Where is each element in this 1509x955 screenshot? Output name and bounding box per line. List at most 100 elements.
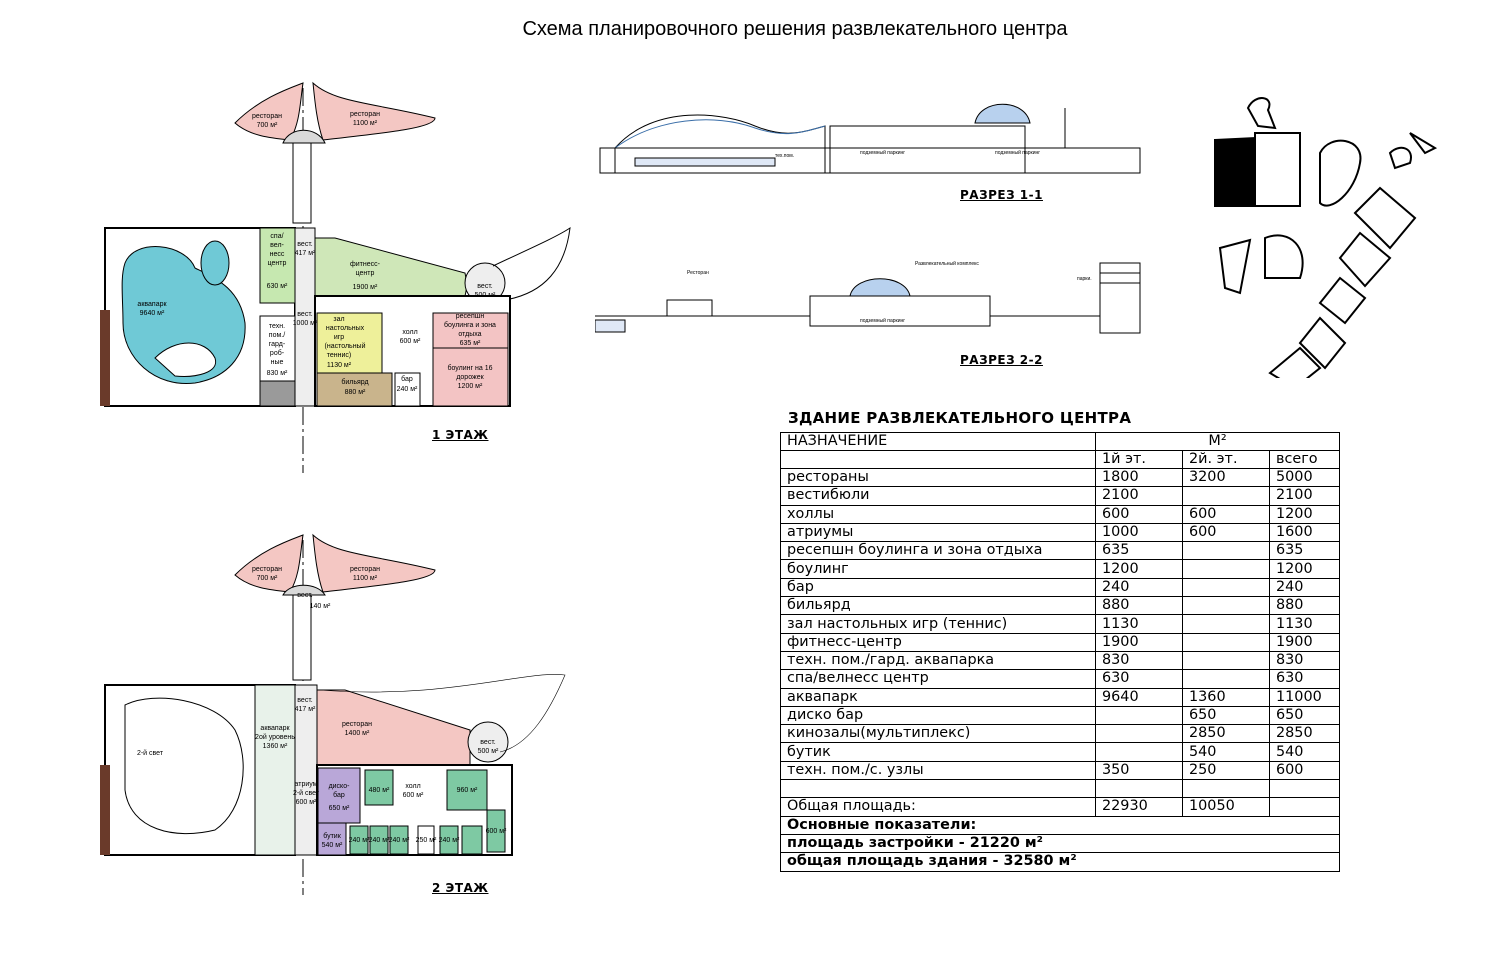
table-title: ЗДАНИЕ РАЗВЛЕКАТЕЛЬНОГО ЦЕНТРА (788, 409, 1132, 427)
table-cell: 1200 (1269, 504, 1340, 524)
table-cell: 240 (1095, 577, 1183, 598)
table-cell: фитнесс-центр (780, 632, 1096, 652)
table-cell: 635 (1269, 541, 1340, 561)
table-cell: 600 (1095, 504, 1183, 524)
s1-label-1: подземный паркинг (860, 149, 905, 156)
section2-caption: РАЗРЕЗ 2-2 (960, 353, 1043, 367)
table-cell (1182, 632, 1270, 652)
total-label: Общая площадь: (780, 797, 1096, 817)
table-cell: рестораны (780, 467, 1096, 488)
p1-tech-4: роб- (270, 349, 285, 357)
reception-zone (432, 312, 509, 349)
butik-zone (317, 822, 347, 856)
p2-cinema-s5: 240 м² (439, 837, 460, 844)
blank-cell (780, 779, 1096, 799)
p1-bowling-3: 1200 м² (458, 383, 483, 390)
table-cell (1182, 486, 1270, 506)
p1-tennis-2: настольных (326, 325, 365, 332)
p1-tennis-4: (настольный (325, 342, 366, 350)
table-cell: техн. пом./с. узлы (780, 760, 1096, 781)
p1-tech-6: 830 м² (267, 370, 288, 377)
table-cell: бар (780, 577, 1096, 598)
p1-holl-1: холл (402, 329, 417, 336)
blank-cell (1095, 779, 1183, 799)
p1-vest-mid-1: вест. (297, 311, 312, 318)
subhead-2: всего (1269, 450, 1340, 469)
indicator-built-area: площадь застройки - 21220 м² (780, 833, 1340, 854)
table-cell: 630 (1269, 669, 1340, 689)
p2-cinema-s4: 250 м² (416, 837, 437, 844)
p2-restaurant-zone (316, 689, 471, 766)
s1-label-2: подземный паркинг (995, 149, 1040, 156)
p1-reception-1: ресепшн (456, 313, 485, 320)
disco-zone (317, 767, 361, 824)
p1-tech-1: техн. (269, 323, 285, 330)
col-head-purpose: НАЗНАЧЕНИЕ (780, 432, 1096, 451)
blank-cell (1269, 779, 1340, 799)
table-cell: 11000 (1269, 687, 1340, 707)
table-cell: аквапарк (780, 687, 1096, 707)
table-cell (1095, 705, 1183, 726)
floor-plan-2: ресторан 700 м² ресторан 1100 м² вест. 1… (100, 533, 566, 895)
p2-rest-left-1: ресторан (252, 566, 282, 573)
page-title: Схема планировочного решения развлекател… (522, 18, 1068, 40)
bowling-zone (432, 347, 509, 407)
p1-reception-2: боулинга и зона (444, 321, 496, 329)
table-cell: 2100 (1095, 486, 1183, 506)
subhead-1: 2й. эт. (1182, 450, 1270, 469)
table-cell: 600 (1182, 522, 1270, 543)
p1-bowling-2: дорожек (456, 374, 484, 381)
table-cell: 3200 (1182, 467, 1270, 488)
cinema-zone (364, 769, 394, 806)
p2-cinema-r: 960 м² (457, 787, 478, 794)
table-cell: 1130 (1269, 614, 1340, 634)
p2-vest-left-2: 417 м² (295, 706, 316, 713)
p2-rest-left-2: 700 м² (257, 575, 278, 582)
subhead-0: 1й эт. (1095, 450, 1183, 469)
table-cell: зал настольных игр (теннис) (780, 614, 1096, 634)
p2-atrium-3: 600 м² (296, 799, 317, 806)
table-cell: 1600 (1269, 522, 1340, 543)
p2-disco-3: 650 м² (329, 805, 350, 812)
p2-cinema-r2: 600 м² (486, 828, 507, 835)
sections-drawing: подземный паркинг подземный паркинг тех.… (595, 103, 1141, 334)
p2-restaurant-2: 1400 м² (345, 730, 370, 737)
p1-tech-2: пом./ (269, 332, 285, 339)
table-cell: 600 (1182, 504, 1270, 524)
table-cell (1095, 724, 1183, 744)
table-cell: 1800 (1095, 467, 1183, 488)
subhead-empty (780, 450, 1096, 469)
p1-billiard-2: 880 м² (345, 389, 366, 396)
p2-light: 2-й свет (137, 749, 164, 757)
table-cell: холлы (780, 504, 1096, 524)
restaurant-left-zone (234, 82, 304, 141)
p1-vest-right-1: вест. (477, 283, 492, 290)
table-cell: бильярд (780, 596, 1096, 616)
p2-vest-right-1: вест. (480, 739, 495, 746)
p2-cinema-s2: 240 м² (369, 837, 390, 844)
table-cell: 9640 (1095, 687, 1183, 707)
p1-holl-2: 600 м² (400, 338, 421, 345)
p1-vest-right-2: 500 м² (475, 292, 496, 299)
p1-tennis-3: игр (334, 334, 344, 341)
s2-label-2: Развлекательный комплекс (915, 260, 979, 267)
table-cell (1182, 650, 1270, 671)
table-cell: 1130 (1095, 614, 1183, 634)
table-cell: 1900 (1269, 632, 1340, 652)
p1-tech-3: гард- (269, 341, 286, 348)
table-cell (1182, 577, 1270, 598)
table-cell: 1900 (1095, 632, 1183, 652)
col-head-unit: М² (1095, 432, 1340, 451)
indicators-title-row: Основные показатели: (780, 815, 1340, 835)
floor-plan-1: ресторан 700 м² ресторан 1100 м² спа/ ве… (100, 81, 571, 473)
p2-disco-2: бар (333, 791, 345, 799)
p2-cinema-big: 480 м² (369, 787, 390, 794)
table-cell: атриумы (780, 522, 1096, 543)
p2-atrium-2: 2-й свет (293, 789, 320, 797)
